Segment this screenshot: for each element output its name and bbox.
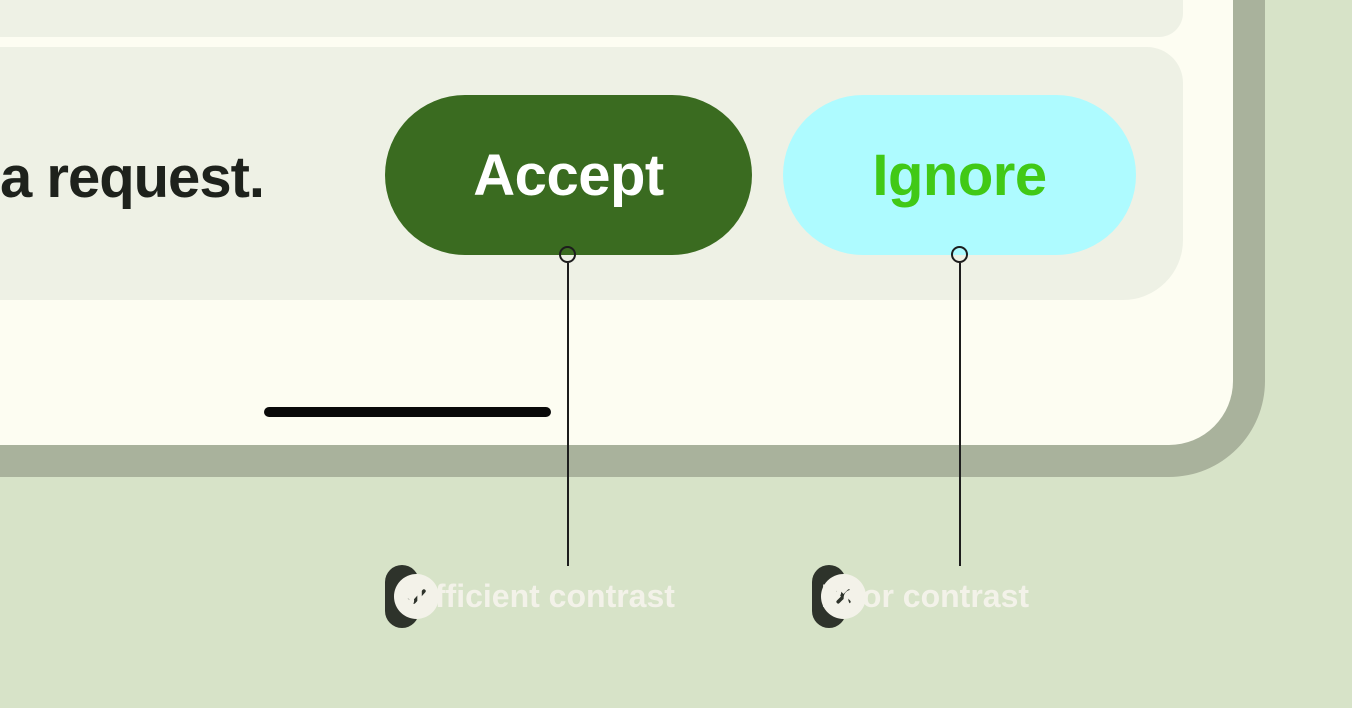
- connector-dot-ignore: [951, 246, 968, 263]
- connector-dot-accept: [559, 246, 576, 263]
- cross-circle-icon: [821, 574, 866, 619]
- callout-label: Poor contrast: [821, 578, 1030, 614]
- callout-sufficient-contrast: Sufficient contrast: [385, 565, 675, 628]
- callout-poor-contrast: Poor contrast: [812, 565, 1029, 628]
- message-text: a request.: [0, 145, 265, 210]
- home-indicator-bar: [264, 407, 551, 417]
- leader-line-ignore: [959, 263, 961, 566]
- ignore-button[interactable]: Ignore: [783, 95, 1136, 255]
- notification-card-partial: [0, 0, 1183, 37]
- leader-line-accept: [567, 263, 569, 566]
- check-circle-icon: [394, 574, 439, 619]
- callout-label: Sufficient contrast: [394, 578, 675, 614]
- accept-button[interactable]: Accept: [385, 95, 752, 255]
